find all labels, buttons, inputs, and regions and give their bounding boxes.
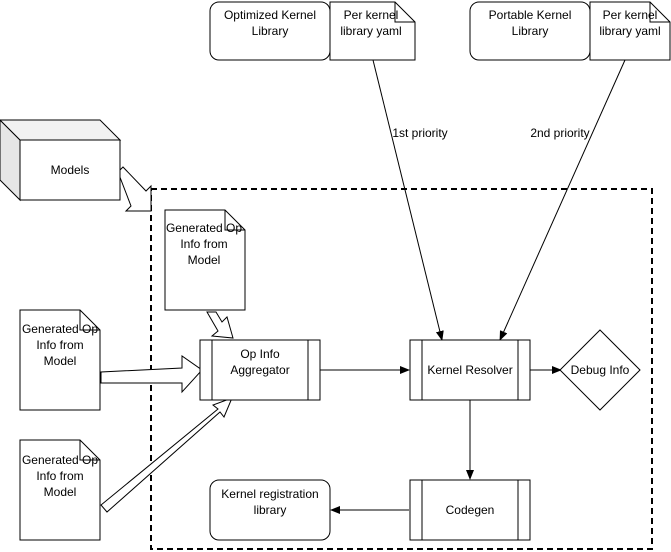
codegen-label: Codegen [446, 503, 495, 517]
label-line: Info from [36, 338, 83, 352]
label-line: Generated Op [22, 453, 98, 467]
label-line: Generated Op [22, 322, 98, 336]
label-line: Library [252, 24, 289, 38]
label-line: library [254, 503, 287, 517]
label-line: Codegen [446, 503, 495, 517]
generated-op-info-bot-node [19, 439, 101, 541]
label-line: Kernel Resolver [427, 363, 512, 377]
label-line: Debug Info [571, 363, 630, 377]
genop-mid-to-aggregator-arrow [100, 355, 203, 394]
label-line: Model [44, 354, 77, 368]
debug-info-label: Debug Info [571, 363, 630, 377]
label-line: library yaml [599, 24, 660, 38]
label-line: Portable Kernel [489, 8, 572, 22]
pipeline-boundary [150, 188, 653, 550]
second-priority-label: 2nd priority [530, 126, 589, 140]
genop-top-to-aggregator-arrow [206, 311, 234, 339]
models-label: Models [51, 163, 90, 177]
label-line: Generated Op [166, 221, 242, 235]
kernel-resolver-label: Kernel Resolver [427, 363, 512, 377]
optimized-to-resolver-edge [372, 59, 444, 341]
codegen-node [409, 479, 531, 541]
portable-to-resolver-edge [499, 59, 626, 341]
models-to-genop-arrow [117, 166, 152, 212]
first-priority-label: 1st priority [392, 126, 447, 140]
label-line: Kernel registration [221, 487, 318, 501]
generated-op-info-top-node [164, 209, 246, 311]
optimized-yaml-doc-node [329, 1, 416, 61]
models-node [0, 119, 122, 202]
label-line: Per kernel [603, 8, 658, 22]
label-line: Model [188, 253, 221, 267]
portable-yaml-label: Per kernel library yaml [599, 8, 660, 38]
label-line: library yaml [340, 24, 401, 38]
label-line: Optimized Kernel [224, 8, 316, 22]
label-line: Aggregator [230, 363, 289, 377]
label-line: Info from [36, 469, 83, 483]
genop-bot-to-aggregator-arrow [100, 397, 233, 513]
kernel-resolver-node [409, 339, 531, 401]
op-info-aggregator-node [199, 339, 321, 401]
optimized-yaml-label: Per kernel library yaml [340, 8, 401, 38]
debug-info-node [559, 329, 641, 411]
generated-op-info-mid-node [19, 309, 101, 411]
label-line: Model [44, 485, 77, 499]
label-line: Info from [180, 237, 227, 251]
label-line: Models [51, 163, 90, 177]
kernel-registration-library-label: Kernel registration library [221, 487, 318, 517]
kernel-registration-library-node [209, 479, 331, 541]
label-line: Op Info [240, 347, 280, 361]
label-line: Per kernel [344, 8, 399, 22]
label-line: Library [512, 24, 549, 38]
